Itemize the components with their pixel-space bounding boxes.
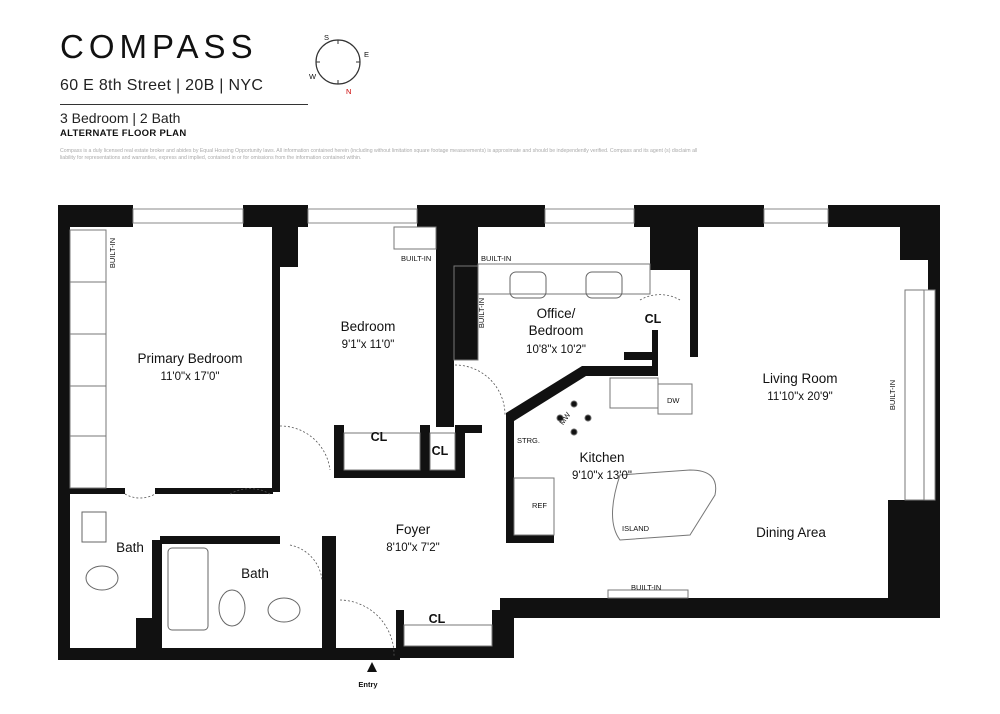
fixtures [81, 271, 623, 631]
builtin-label-bedroom: BUILT-IN [401, 254, 431, 263]
plan-type: ALTERNATE FLOOR PLAN [60, 128, 187, 139]
builtin-label-living: BUILT-IN [888, 380, 897, 410]
exterior-walls [58, 205, 940, 660]
closet-label-office: CL [645, 312, 662, 326]
compass-rose-icon: N E S W [309, 33, 369, 96]
builtin-label-primary: BUILT-IN [108, 238, 117, 268]
builtin-label-office-side: BUILT-IN [477, 298, 486, 328]
interior-walls [70, 227, 698, 658]
bath-2-name: Bath [241, 566, 269, 581]
disclaimer: Compass is a duly licensed real estate b… [60, 148, 698, 161]
living-room-name: Living Room [762, 371, 837, 386]
built-in-outlines [69, 226, 925, 647]
closet-label-hall: CL [432, 444, 449, 458]
mw-label: MW [557, 410, 573, 427]
closet-label-entry: CL [429, 612, 446, 626]
brand-logo: COMPASS [60, 28, 258, 65]
kitchen-name: Kitchen [579, 450, 624, 465]
ref-label: REF [532, 501, 547, 510]
primary-bedroom-name: Primary Bedroom [137, 351, 242, 366]
dining-area-name: Dining Area [756, 525, 826, 540]
bedroom-dim: 9'1"x 11'0" [342, 339, 395, 351]
unit-summary: 3 Bedroom | 2 Bath [60, 110, 181, 126]
property-address: 60 E 8th Street | 20B | NYC [60, 77, 264, 94]
compass-label-w: W [309, 72, 317, 81]
kitchen-dim: 9'10"x 13'0" [572, 470, 632, 482]
strg-label: STRG. [517, 436, 540, 445]
compass-label-e: E [364, 50, 369, 59]
dw-label: DW [667, 396, 680, 405]
closet-label-bedroom: CL [371, 430, 388, 444]
office-dim: 10'8"x 10'2" [526, 344, 586, 356]
foyer-name: Foyer [396, 522, 431, 537]
bath-1-name: Bath [116, 540, 144, 555]
door-swings [124, 294, 681, 657]
builtin-label-office-top: BUILT-IN [481, 254, 511, 263]
bedroom-name: Bedroom [341, 319, 396, 334]
header-divider [60, 104, 308, 105]
compass-label-s: S [324, 33, 329, 42]
entry-label: Entry [358, 680, 378, 689]
office-name-line2: Bedroom [529, 323, 584, 338]
entry-arrow-icon [367, 662, 377, 672]
foyer-dim: 8'10"x 7'2" [386, 542, 439, 554]
compass-label-n: N [346, 87, 351, 96]
office-name-line1: Office/ [537, 306, 576, 321]
living-room-dim: 11'10"x 20'9" [767, 391, 832, 403]
builtin-label-dining: BUILT-IN [631, 583, 661, 592]
primary-bedroom-dim: 11'0"x 17'0" [160, 371, 219, 383]
island-label: ISLAND [622, 524, 650, 533]
